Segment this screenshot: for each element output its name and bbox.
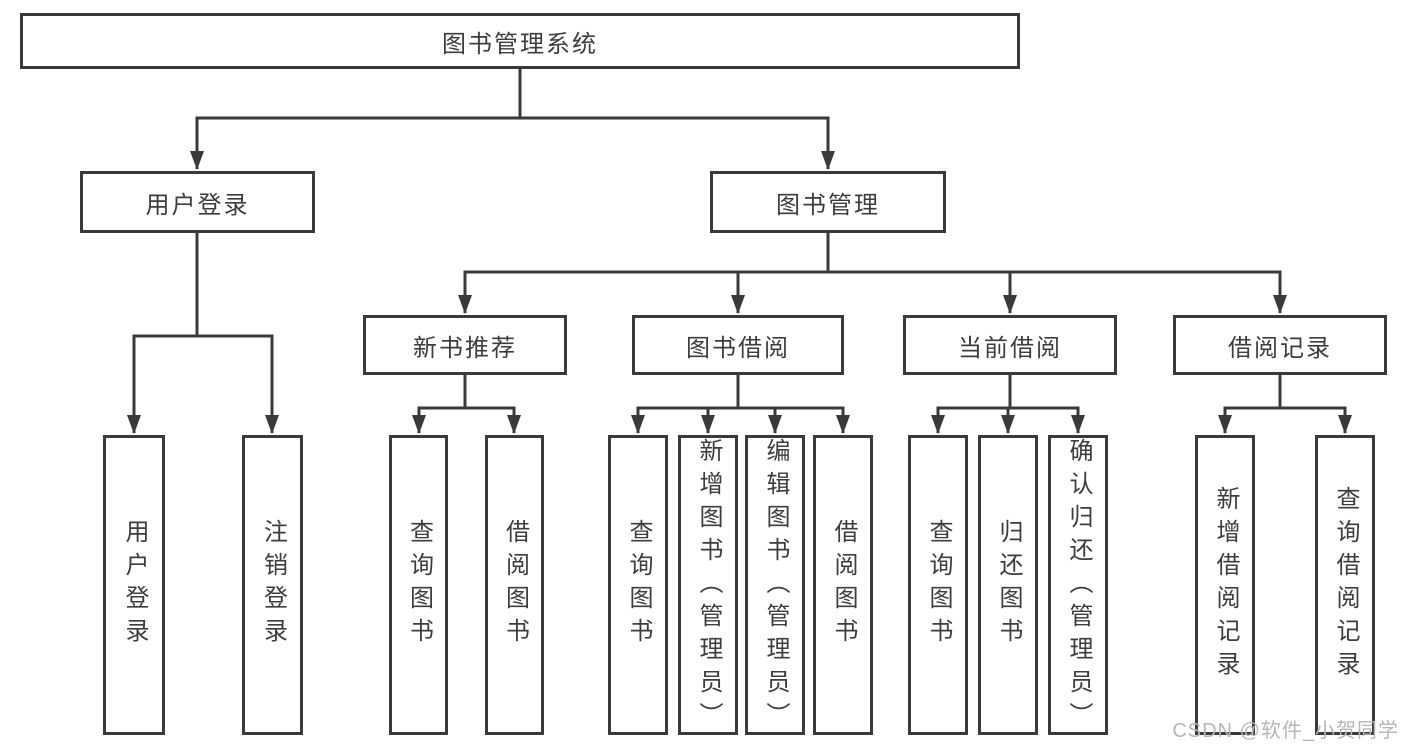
node-book-management: 图书管理 [710,171,946,233]
connector-book-mgmt-children [458,233,1287,314]
node-book-borrowing-label: 图书借阅 [686,334,790,362]
node-current-borrowing: 当前借阅 [903,315,1117,375]
leaf-query-borrow-record: 查询借阅记录 [1315,435,1375,735]
node-book-borrowing: 图书借阅 [632,315,844,375]
connector-borrow-records-children [1218,375,1352,434]
leaf-logout: 注销登录 [242,435,303,735]
csdn-watermark: CSDN @软件_小贺同学 [1172,720,1399,742]
leaf-current-query-books: 查询图书 [908,435,968,735]
leaf-rec-borrow-books: 借阅图书 [485,435,544,735]
node-new-book-recommendation: 新书推荐 [363,315,567,375]
node-book-management-label: 图书管理 [776,191,880,219]
leaf-edit-books-admin-label: 编辑图书（管理员） [762,438,789,735]
leaf-current-query-books-label: 查询图书 [925,519,952,651]
node-library-system-label: 图书管理系统 [442,30,598,58]
node-new-book-recommendation-label: 新书推荐 [413,334,517,362]
connector-book-borrow-children [631,375,850,434]
leaf-return-books-label: 归还图书 [995,519,1022,651]
leaf-rec-query-books: 查询图书 [389,435,448,735]
leaf-query-borrow-record-label: 查询借阅记录 [1332,486,1359,684]
node-current-borrowing-label: 当前借阅 [958,334,1062,362]
leaf-edit-books-admin: 编辑图书（管理员） [745,435,805,735]
connector-current-borrow-children [931,375,1085,434]
connector-new-book-rec-children [412,375,521,434]
leaf-confirm-return-admin: 确认归还（管理员） [1048,435,1108,735]
leaf-add-books-admin-label: 新增图书（管理员） [695,438,722,735]
leaf-add-books-admin: 新增图书（管理员） [678,435,738,735]
leaf-logout-label: 注销登录 [259,519,287,651]
node-user-login: 用户登录 [80,171,315,233]
node-borrowing-records: 借阅记录 [1173,315,1387,375]
leaf-confirm-return-admin-label: 确认归还（管理员） [1065,438,1092,735]
connector-user-login-children [127,233,279,434]
leaf-user-login: 用户登录 [103,435,165,735]
leaf-borrow-books-label: 借阅图书 [830,519,857,651]
leaf-add-borrow-record-label: 新增借阅记录 [1212,486,1239,684]
connector-root-to-level2 [190,69,835,170]
leaf-user-login-label: 用户登录 [121,519,148,651]
leaf-add-borrow-record: 新增借阅记录 [1195,435,1255,735]
leaf-rec-borrow-books-label: 借阅图书 [501,519,529,651]
node-borrowing-records-label: 借阅记录 [1228,334,1332,362]
node-library-system: 图书管理系统 [20,13,1020,69]
node-user-login-label: 用户登录 [145,191,250,219]
leaf-borrow-books: 借阅图书 [813,435,873,735]
leaf-borrow-query-books-label: 查询图书 [625,519,652,651]
leaf-return-books: 归还图书 [978,435,1038,735]
leaf-rec-query-books-label: 查询图书 [405,519,433,651]
leaf-borrow-query-books: 查询图书 [608,435,668,735]
